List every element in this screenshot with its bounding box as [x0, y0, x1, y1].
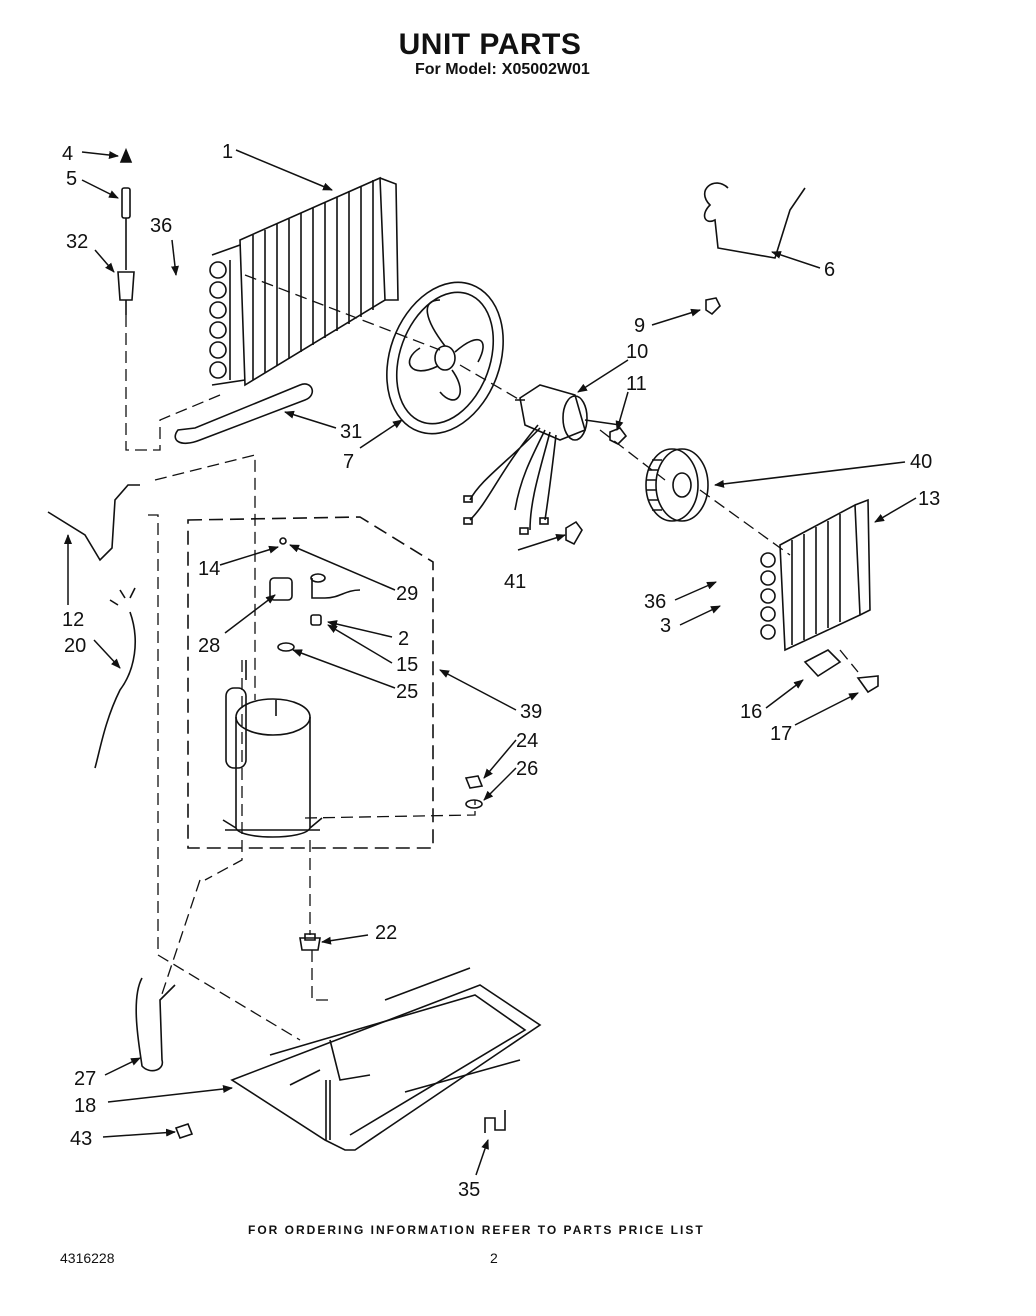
callout-label: 35 — [458, 1179, 480, 1201]
callout-label: 15 — [396, 654, 418, 676]
evaporator-coil-part — [760, 498, 871, 652]
blower-wheel-part — [645, 448, 709, 522]
condenser-coil-part — [209, 176, 399, 387]
callout-label: 39 — [520, 701, 542, 723]
washer-26-part — [465, 799, 483, 809]
nut-part — [609, 427, 628, 445]
callout-label: 31 — [340, 421, 362, 443]
callout-label: 43 — [70, 1128, 92, 1150]
callout-label: 24 — [516, 730, 538, 752]
callout-label: 14 — [198, 558, 220, 580]
callout-label: 12 — [62, 609, 84, 631]
model-number: X05002W01 — [501, 61, 590, 78]
callout-labels: 1 2 3 4 5 6 7 9 10 11 12 13 14 15 16 17 … — [62, 141, 940, 1201]
thermostat-bulb-part — [117, 147, 135, 315]
nut-24-part — [464, 775, 484, 789]
grommet-part — [299, 933, 321, 951]
base-pan-part — [230, 967, 542, 1151]
callout-label: 11 — [626, 373, 647, 395]
compressor-part — [222, 660, 323, 838]
callout-label: 32 — [66, 231, 88, 253]
page-number: 2 — [490, 1250, 498, 1266]
callout-label: 17 — [770, 723, 792, 745]
callout-label: 26 — [516, 758, 538, 780]
callout-arrows — [64, 149, 917, 1176]
document-number: 4316228 — [60, 1250, 115, 1266]
leader-lines — [125, 274, 859, 1041]
callout-label: 9 — [634, 315, 645, 337]
callout-label: 22 — [375, 922, 397, 944]
fan-motor-part — [463, 384, 621, 535]
heater-part — [174, 383, 314, 445]
clip-part — [705, 297, 721, 316]
ordering-note: FOR ORDERING INFORMATION REFER TO PARTS … — [248, 1223, 705, 1237]
callout-label: 29 — [396, 583, 418, 605]
callout-label: 18 — [74, 1095, 96, 1117]
callout-label: 4 — [62, 143, 73, 165]
callout-label: 16 — [740, 701, 762, 723]
filter-clip-part — [803, 649, 842, 678]
fan-shroud-part — [386, 281, 504, 435]
arrow-clip-part — [856, 675, 879, 694]
tube-27-part — [135, 977, 176, 1072]
callout-label: 13 — [918, 488, 940, 510]
callout-label: 40 — [910, 451, 932, 473]
overload-parts — [269, 537, 361, 652]
tube-part — [47, 484, 140, 562]
callout-label: 2 — [398, 628, 409, 650]
callout-label: 36 — [150, 215, 172, 237]
callout-label: 25 — [396, 681, 418, 703]
spring-part — [703, 182, 806, 259]
callout-label: 36 — [644, 591, 666, 613]
callout-label: 7 — [343, 451, 354, 473]
callout-label: 28 — [198, 635, 220, 657]
screw-part — [174, 1123, 194, 1139]
callout-label: 41 — [504, 571, 526, 593]
callout-label: 1 — [222, 141, 233, 163]
page-title: UNIT PARTS — [398, 28, 582, 61]
model-label: For Model: — [415, 61, 497, 78]
compressor-assembly-outline — [187, 516, 434, 849]
callout-label: 3 — [660, 615, 671, 637]
wire-harness-part — [94, 587, 136, 769]
callout-label: 10 — [626, 341, 648, 363]
callout-label: 20 — [64, 635, 86, 657]
callout-label: 27 — [74, 1068, 96, 1090]
bracket-part — [484, 1110, 506, 1133]
callout-label: 6 — [824, 259, 835, 281]
model-subtitle: For Model:X05002W01 — [415, 61, 595, 79]
clip-41-part — [565, 520, 583, 546]
callout-label: 5 — [66, 168, 77, 190]
